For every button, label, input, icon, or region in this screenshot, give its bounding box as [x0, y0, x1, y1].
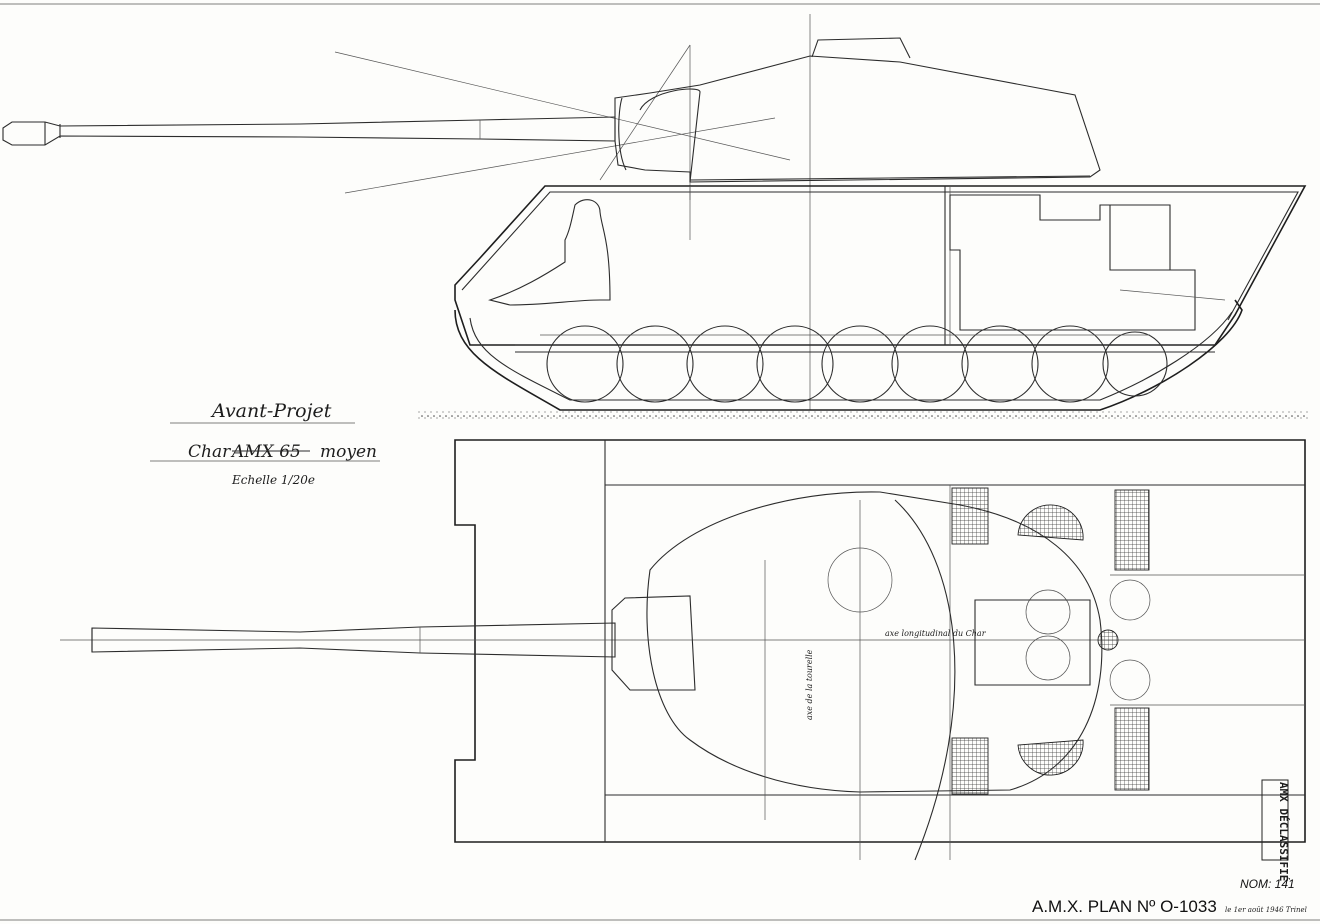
plan-view: [60, 439, 1306, 861]
gun-barrel-side: [2, 116, 616, 146]
turret-axis-label: axe de la tourelle: [805, 649, 814, 720]
tank-type-prefix: Char: [188, 442, 231, 462]
gun-barrel-plan: [91, 622, 616, 658]
stamp-text: AMX DÉCLASSIFIÉ: [1277, 782, 1290, 881]
signature: le 1er août 1946 Trinel: [1225, 906, 1307, 914]
project-title: Avant-Projet: [210, 400, 332, 422]
drawing-scale: Echelle 1/20e: [231, 473, 315, 487]
turret-plan: [611, 491, 1151, 861]
engine-grilles: [951, 487, 1150, 795]
sheet-border: [0, 3, 1320, 921]
centerline-label: axe longitudinal du Char: [885, 629, 987, 638]
hull-side: [454, 185, 1307, 353]
reference-block: NOM: 141 A.M.X. PLAN Nº O-1033 le 1er ao…: [1032, 877, 1307, 916]
road-wheels: [546, 325, 1168, 403]
plan-number: A.M.X. PLAN Nº O-1033: [1032, 897, 1217, 916]
declassified-stamp: AMX DÉCLASSIFIÉ: [1261, 779, 1290, 881]
title-block: Avant-Projet Char AMX 65 moyen Echelle 1…: [150, 400, 380, 487]
ground-line: [418, 411, 1308, 421]
tank-class: moyen: [320, 442, 377, 462]
running-gear-side: [454, 299, 1243, 411]
tank-designation-struck: AMX 65: [230, 442, 301, 462]
nom-number: NOM: 141: [1240, 877, 1295, 891]
turret-side: [614, 37, 1101, 183]
side-elevation-view: [2, 14, 1308, 421]
